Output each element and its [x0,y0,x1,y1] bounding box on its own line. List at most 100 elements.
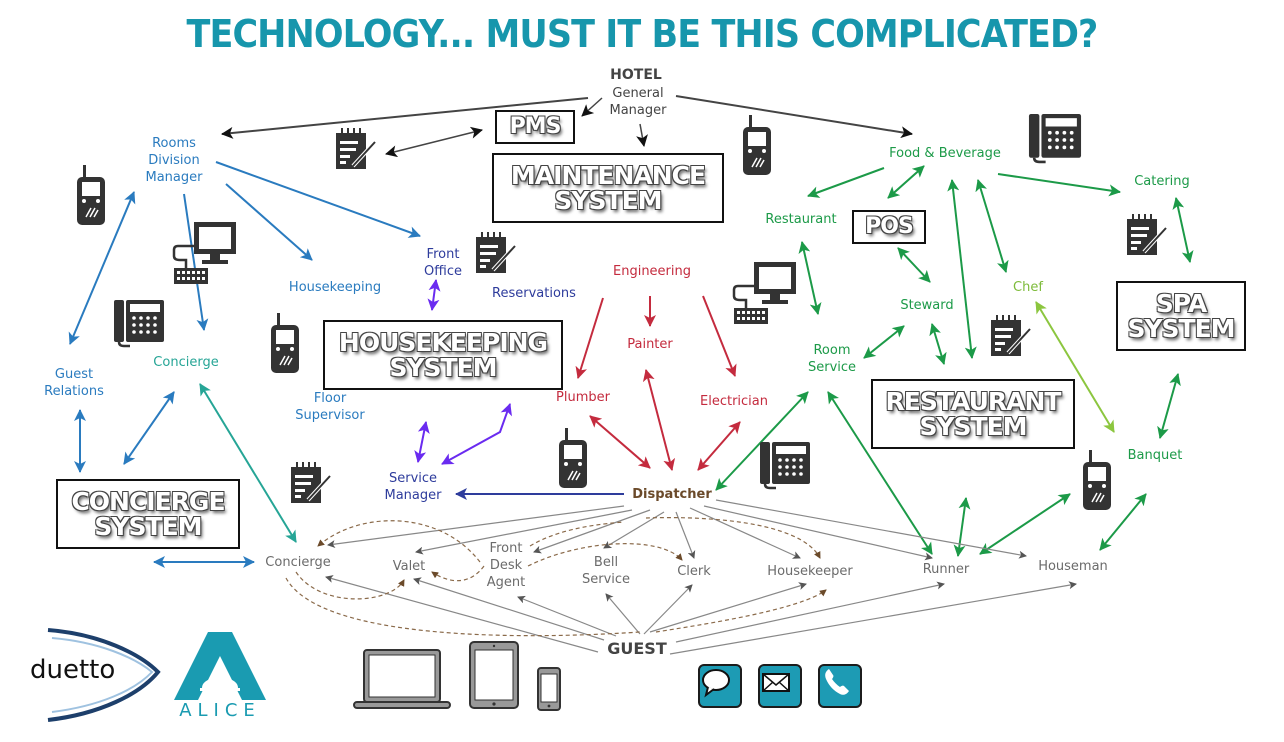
chef-node: Chef [1013,280,1043,295]
front-office-node: Front Office [424,247,462,279]
maintenance-system-box: MAINTENANCE SYSTEM [492,153,724,223]
guest-relations-node: Guest Relations [44,367,104,399]
walkie-talkie-icon [559,428,587,488]
desk-phone-icon [760,442,810,490]
eng-to-plumber-arrow [575,297,604,379]
walkie-talkie-icon [77,165,105,225]
valet-node: Valet [392,559,426,574]
reservations-node: Reservations [492,286,576,301]
catering-spa-arrow [1172,197,1194,263]
houseman-node: Houseman [1038,559,1108,574]
housekeeper-node: Housekeeper [767,564,853,579]
steward-restaurant-system-arrow [929,323,947,365]
fb-pos-arrow [887,165,925,199]
catering-node: Catering [1134,174,1190,189]
fb-to-restaurant-arrow [807,167,885,198]
general-manager-node: General Manager [609,86,667,118]
clerk-node: Clerk [677,564,711,579]
restaurant-node: Restaurant [765,212,837,227]
hk-system-service-manager-arrow [414,421,430,463]
housekeeping-system-connectors [414,279,512,465]
concierge-dept-node: Concierge [153,355,219,370]
notepad-icon [1127,214,1168,255]
front-desk-agent-node: Front Desk Agent [486,541,526,590]
phone-handset-icon [825,669,849,695]
runner-up-arrow [953,497,971,557]
notepad-icon [991,315,1032,356]
painter-node: Painter [627,337,673,352]
fb-to-catering-arrow [997,173,1121,197]
desk-phone-icon [114,300,164,348]
page-title: TECHNOLOGY... MUST IT BE THIS COMPLICATE… [186,12,1099,56]
room-service-dispatcher-arrow [715,391,809,491]
desk-phone-icon [1028,114,1082,164]
room-service-runner-arrow [827,391,933,555]
housekeeping-system-box: HOUSEKEEPING SYSTEM [323,320,563,390]
spa-banquet-arrow [1157,373,1181,439]
steward-node: Steward [900,298,954,313]
gm-to-pms-arrow [581,97,603,117]
dispatcher-node: Dispatcher [632,487,712,502]
notepad-icon [336,128,377,169]
fb-restaurant-system-arrow [947,179,977,359]
gm-to-fb-arrow [675,95,913,139]
eng-to-electrician-arrow [702,295,737,377]
pms-system-box: PMS [495,110,575,144]
chef-banquet-arrow [1035,301,1115,433]
laptop-icon [353,649,451,709]
fb-connectors [715,165,1194,557]
guest-node: GUEST [607,639,667,658]
spa-system-box: SPA SYSTEM [1116,281,1246,351]
chat-channel-button [698,664,742,708]
runner-node: Runner [922,562,970,577]
electrician-node: Electrician [700,394,768,409]
alice-logo-bell-icon [174,632,266,700]
restaurant-system-box: RESTAURANT SYSTEM [871,379,1075,449]
concierge-to-staff-arrow [199,383,297,543]
gm-to-rooms-division-arrow [221,97,589,139]
gm-to-maintenance-arrow [636,123,648,147]
notepad-icon [476,232,517,273]
concierge-staff-node: Concierge [265,555,331,570]
front-office-hk-system-arrow [427,279,441,311]
hotel-label: HOTEL [610,67,662,83]
dashed-loops [285,516,827,637]
chat-bubble-icon [702,669,730,698]
engineering-connectors [575,295,741,471]
envelope-icon [762,673,790,692]
engineering-node: Engineering [613,264,691,279]
hk-system-service-manager-arrow-2 [441,403,512,465]
runner-walkie-arrow [979,493,1071,555]
walkie-talkie-icon [271,313,299,373]
bell-service-node: Bell Service [581,555,631,587]
duetto-logo-swoosh [47,628,161,722]
desktop-computer-icon [172,222,236,284]
desktop-computer-icon [732,262,796,324]
fb-chef-arrow [975,179,1009,273]
banquet-node: Banquet [1127,448,1183,463]
notepad-pms-arrow [385,126,483,158]
tablet-icon [469,641,519,709]
housekeeping-node: Housekeeping [288,280,382,295]
duetto-logo-text: duetto [30,655,116,685]
service-manager-node: Service Manager [384,471,442,503]
walkie-talkie-icon [1083,450,1111,510]
rooms-division-manager-node: Rooms Division Manager [145,136,203,185]
gm-connectors [221,95,913,158]
guest-fan [325,575,1077,655]
plumber-node: Plumber [556,390,610,405]
rdm-to-concierge-arrow [183,193,209,331]
food-beverage-node: Food & Beverage [889,146,1001,161]
room-service-node: Room Service [807,343,857,375]
email-channel-button [758,664,802,708]
rooms-division-connectors [68,161,421,568]
pos-system-box: POS [852,210,926,244]
dispatcher-fan [327,499,1027,561]
notepad-icon [291,462,332,503]
walkie-talkie-icon [743,115,771,175]
phone-channel-button [818,664,862,708]
pos-steward-arrow [897,247,931,283]
rdm-to-front-office-arrow [215,161,421,238]
